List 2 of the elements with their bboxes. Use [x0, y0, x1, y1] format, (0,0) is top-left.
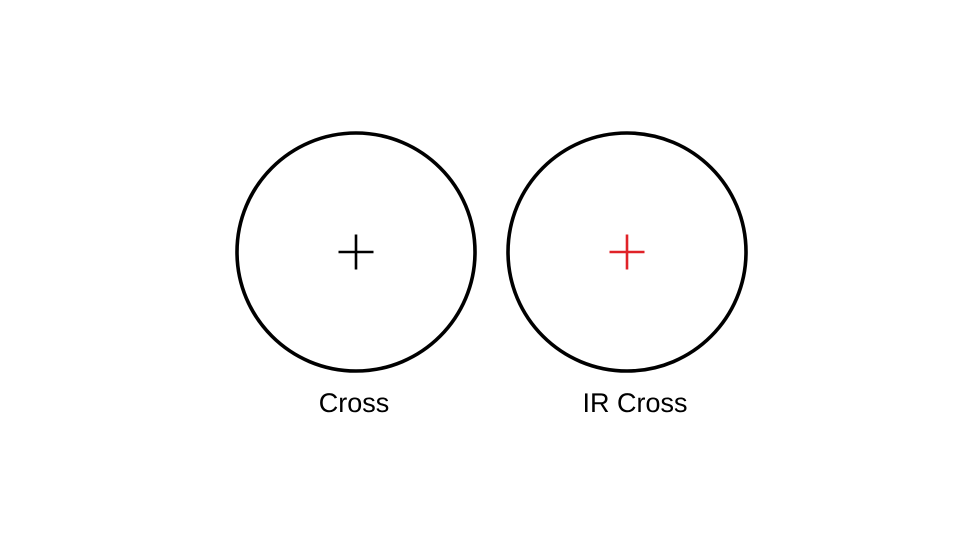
reticle-label: Cross	[320, 393, 388, 412]
reticle-label: IR Cross	[585, 393, 686, 412]
